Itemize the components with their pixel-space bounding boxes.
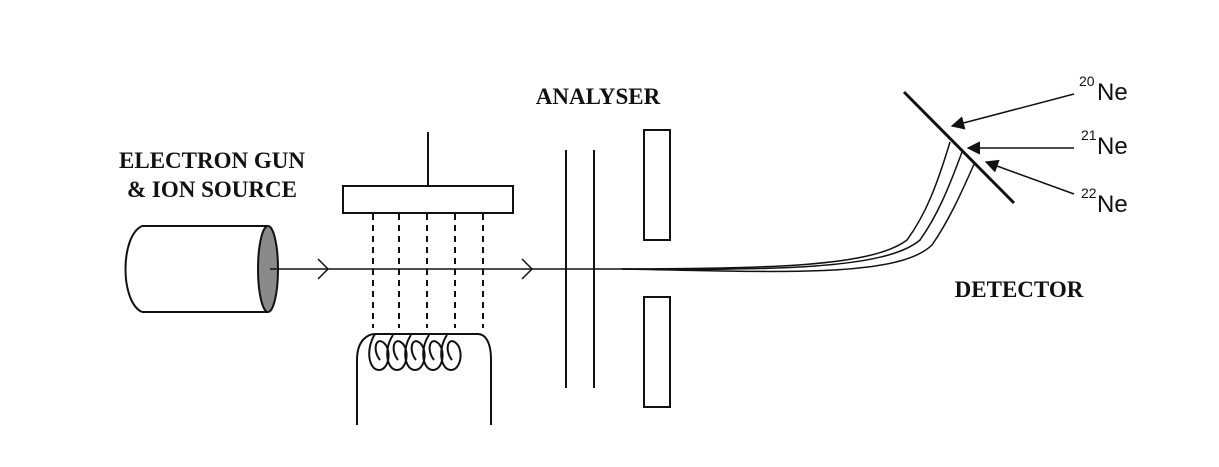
ionization-chamber: [342, 132, 514, 328]
analyser-label: ANALYSER: [536, 84, 661, 109]
electron-gun-label-line1: ELECTRON GUN: [119, 148, 305, 173]
electron-gun-cylinder: [124, 225, 279, 313]
arrow-22ne: [984, 159, 1075, 195]
arrow-20ne: [950, 93, 1075, 130]
detector-plate: [902, 90, 1016, 205]
beam-direction-chevron-2: [521, 258, 534, 280]
analyser-magnet-top: [643, 129, 671, 241]
detector-label: DETECTOR: [955, 277, 1084, 302]
ion-path-21ne: [621, 151, 963, 271]
ion-paths: [621, 141, 976, 273]
electron-gun-label-line2: & ION SOURCE: [127, 177, 297, 202]
analyser-magnet-bottom: [643, 296, 671, 408]
isotope-mass-20: 20: [1079, 73, 1095, 89]
ion-path-22ne: [621, 161, 976, 273]
isotope-symbol-21: Ne: [1097, 133, 1128, 160]
beam-direction-chevron-1: [317, 258, 330, 280]
isotope-symbol-20: Ne: [1097, 79, 1128, 106]
isotope-label-21ne: 21 Ne: [1081, 127, 1128, 160]
isotope-label-22ne: 22 Ne: [1081, 185, 1128, 218]
ion-path-20ne: [621, 141, 951, 270]
repeller-plate: [342, 185, 514, 214]
isotope-mass-21: 21: [1081, 127, 1097, 143]
isotope-mass-22: 22: [1081, 185, 1097, 201]
isotope-symbol-22: Ne: [1097, 191, 1128, 218]
filament-coil: [356, 333, 492, 425]
isotope-label-20ne: 20 Ne: [1079, 73, 1128, 106]
